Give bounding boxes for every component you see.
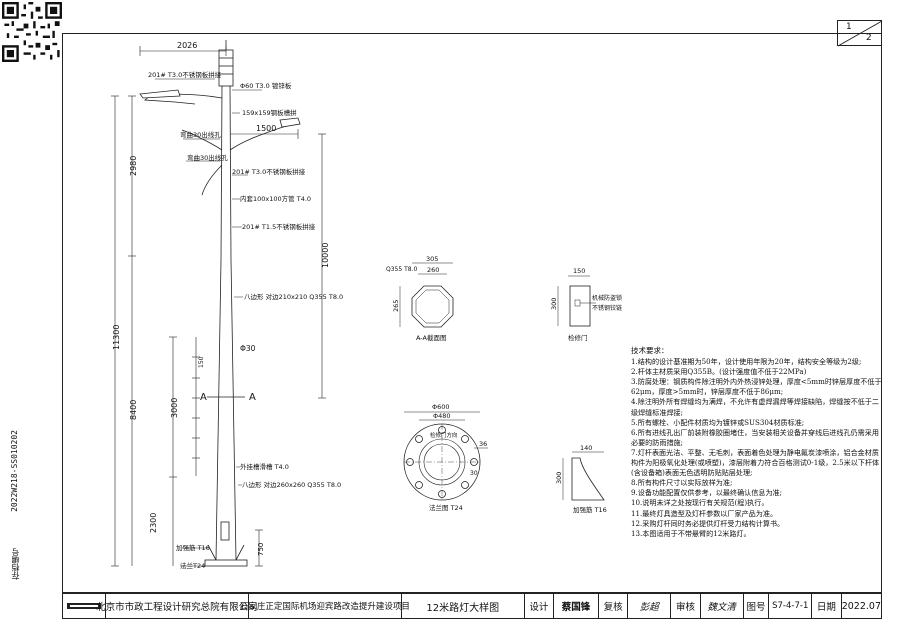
label-bracket: 159x159钢板槽拼 bbox=[242, 108, 297, 117]
pole-elevation bbox=[139, 40, 301, 567]
note-item: 12.采购灯杆同时务必提供灯杆受力结构计算书。 bbox=[631, 518, 785, 528]
date: 2022.07 bbox=[841, 600, 881, 612]
note-item: 5.所有螺栓、小配件材质均为镀锌或SUS304材质标准; bbox=[631, 417, 805, 427]
aa-material: Q355 T8.0 bbox=[386, 266, 417, 273]
approve-signature: 魏文清 bbox=[701, 594, 744, 618]
service-door bbox=[220, 521, 230, 541]
label-section-a-right: A bbox=[249, 392, 256, 403]
door-title: 检修门 bbox=[568, 333, 588, 342]
drawing-no-label: 图号 bbox=[744, 594, 770, 618]
section-aa-drawing bbox=[399, 262, 454, 328]
label-octagon1: 八边形 对边210x210 Q355 T8.0 bbox=[244, 292, 343, 301]
dim-arm-width: 2026 bbox=[177, 41, 197, 50]
label-arm-joint: 201# T3.0不锈钢板拼接 bbox=[148, 70, 222, 79]
note-item: 7.灯杆表面光洁、平整、无毛刺，表面着色处理为静电氟炭漆喷涂，铝合金材质构件为阳… bbox=[631, 447, 880, 478]
dim-10000: 10000 bbox=[321, 243, 330, 268]
drawing-title: 12米路灯大样图 bbox=[402, 594, 525, 618]
label-joint3: 201# T1.5不锈钢板拼接 bbox=[242, 222, 316, 231]
note-item: 9.设备功能配置仅供参考，以最终确认信息为准; bbox=[631, 488, 783, 498]
review-label: 复核 bbox=[599, 594, 629, 618]
note-item: 6.所有进线孔出厂前装附橡胶圈堵住，当安装相关设备并穿线后进线孔仍需采用必要的防… bbox=[631, 427, 879, 447]
label-stiffener: 加强筋 T16 bbox=[176, 543, 210, 552]
flange-d600: Φ600 bbox=[432, 403, 450, 411]
date-label: 日期 bbox=[812, 594, 842, 618]
main-dimensions bbox=[111, 46, 326, 567]
note-item: 2.杆体主材质采用Q355B。(设计强度值不低于22MPa) bbox=[631, 367, 807, 377]
aa-dim-265: 265 bbox=[392, 300, 400, 312]
design-signature: 蔡国锋 bbox=[554, 594, 599, 618]
sheet-total: 2 bbox=[866, 33, 872, 43]
flange-m30: 30 bbox=[470, 470, 478, 477]
door-dim-300: 300 bbox=[550, 298, 558, 310]
leaders bbox=[155, 78, 262, 567]
drawing-frame bbox=[62, 33, 882, 593]
dim-8400: 8400 bbox=[129, 400, 138, 420]
drawing-no: S7-4-7-1 bbox=[769, 594, 813, 618]
stiff-dim-140: 140 bbox=[580, 444, 592, 452]
qr-code bbox=[2, 2, 62, 62]
aa-dim-305: 305 bbox=[426, 255, 438, 263]
project-name: 石家庄正定国际机场迎宾路改造提升建设项目 bbox=[240, 594, 410, 618]
title-block: 北京市市政工程设计研究总院有限公司 石家庄正定国际机场迎宾路改造提升建设项目 1… bbox=[62, 593, 882, 619]
stiff-dim-300: 300 bbox=[555, 472, 563, 484]
flange-door-dir: 检修门方向 bbox=[430, 431, 458, 439]
design-label: 设计 bbox=[525, 594, 555, 618]
company-name: 北京市市政工程设计研究总院有限公司 bbox=[96, 594, 258, 618]
base-plate bbox=[204, 559, 248, 567]
label-bend1: 弯曲30出线孔 bbox=[180, 130, 221, 139]
aa-dim-260: 260 bbox=[427, 266, 439, 274]
label-inner-pipe: 内套100x100方管 T4.0 bbox=[240, 194, 311, 203]
dim-2980: 2980 bbox=[129, 156, 138, 176]
label-octagon2: 八边形 对边260x260 Q355 T8.0 bbox=[242, 480, 341, 489]
label-joint2: 201# T3.0不锈钢板拼接 bbox=[232, 167, 306, 176]
label-pipe-top: Φ60 T3.0 镀锌板 bbox=[240, 81, 292, 90]
note-item: 10.说明未详之处按现行有关规范(程)执行。 bbox=[631, 498, 769, 508]
note-item: 1.结构的设计基准期为50年，设计使用年限为20年，结构安全等级为2级; bbox=[631, 357, 862, 367]
dim-3000: 3000 bbox=[170, 398, 179, 418]
flange-d480: Φ480 bbox=[433, 412, 451, 420]
review-signature: 彭超 bbox=[628, 594, 672, 618]
sheet-number: 1 bbox=[846, 22, 852, 32]
label-base-plate: 法兰T24 bbox=[180, 561, 205, 570]
label-bend2: 弯曲30出线孔 bbox=[187, 153, 228, 162]
aa-title: A-A截面图 bbox=[416, 333, 446, 342]
door-drawing bbox=[557, 275, 596, 327]
door-lock-label: 机械防盗锁 bbox=[592, 294, 622, 302]
flange-d36: 36 bbox=[479, 440, 487, 448]
notes-list: 1.结构的设计基准期为50年，设计使用年限为20年，结构安全等级为2级;2.杆体… bbox=[631, 357, 886, 539]
dim-upper-arm: 1500 bbox=[256, 124, 276, 133]
dim-d30: Φ30 bbox=[240, 344, 256, 353]
note-item: 13.本图适用于不带悬臂的12米路灯。 bbox=[631, 528, 751, 538]
label-section-a-left: A bbox=[200, 392, 207, 403]
notes-heading: 技术要求： bbox=[631, 346, 669, 355]
company-logo bbox=[63, 594, 106, 618]
technical-notes: 技术要求： 1.结构的设计基准期为50年，设计使用年限为20年，结构安全等级为2… bbox=[605, 346, 885, 539]
note-item: 8.所有构件尺寸以实际放样为准; bbox=[631, 478, 733, 488]
label-gusset: 外挂槽滑槽 T4.0 bbox=[240, 462, 289, 471]
door-dim-150: 150 bbox=[573, 267, 585, 275]
approve-label: 审核 bbox=[671, 594, 701, 618]
flange-title: 法兰图 T24 bbox=[429, 503, 463, 512]
dim-750: 750 bbox=[257, 543, 265, 556]
note-item: 4.除注明外所有焊缝均为满焊，不允许有虚焊漏焊等焊接缺陷，焊缝按不低于二级焊缝标… bbox=[631, 397, 879, 417]
dim-11300: 11300 bbox=[112, 325, 121, 350]
stiff-title: 加强筋 T16 bbox=[573, 505, 607, 514]
dim-150: 150 bbox=[198, 356, 205, 368]
qr-code-icon bbox=[2, 2, 62, 62]
door-hinge-label: 不锈钢铰链 bbox=[592, 304, 622, 312]
dim-2300: 2300 bbox=[149, 513, 158, 533]
stiffener-drawing bbox=[562, 451, 605, 501]
note-item: 11.最终灯具造型及灯杆参数以厂家产品为准。 bbox=[631, 508, 778, 518]
company-logo-icon bbox=[66, 603, 101, 609]
note-item: 3.防腐处理：钢质构件除注明外内外热浸锌处理，厚度<5mm时锌层厚度不低于62μ… bbox=[631, 377, 882, 397]
flange-drawing bbox=[403, 411, 488, 501]
